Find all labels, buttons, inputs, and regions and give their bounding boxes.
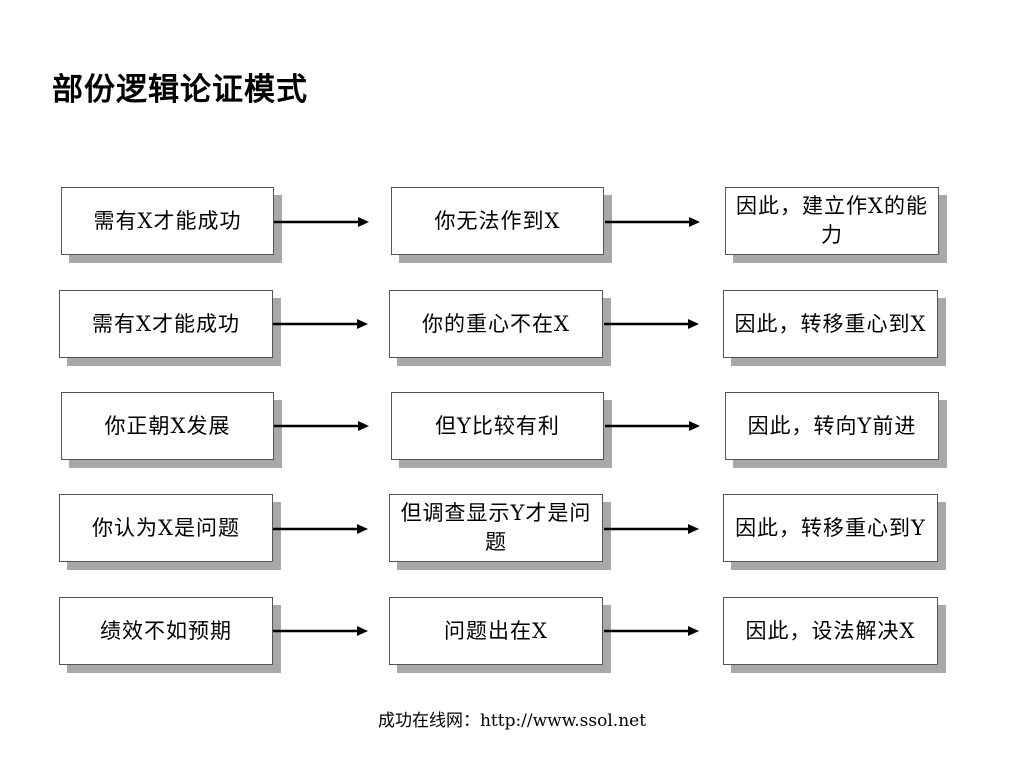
row-1-finding-box: 你无法作到X — [391, 187, 604, 255]
row-5-arrow-1 — [273, 626, 368, 636]
row-4-condition-box: 你认为X是问题 — [59, 494, 273, 562]
page-title: 部份逻辑论证模式 — [52, 72, 308, 108]
row-5-finding-box: 问题出在X — [389, 597, 603, 665]
row-3-arrow-2 — [605, 421, 700, 431]
row-4-arrow-2 — [604, 524, 699, 534]
row-2-arrow-1 — [273, 319, 368, 329]
row-3-condition-box: 你正朝X发展 — [61, 392, 274, 460]
row-3-finding-box: 但Y比较有利 — [391, 392, 604, 460]
row-5-arrow-2 — [604, 626, 699, 636]
row-2-conclusion-box: 因此，转移重心到X — [723, 290, 938, 358]
row-1-condition-box: 需有X才能成功 — [61, 187, 274, 255]
row-5-condition-box: 绩效不如预期 — [59, 597, 273, 665]
row-4-finding-box: 但调查显示Y才是问题 — [389, 494, 603, 562]
row-4-conclusion-box: 因此，转移重心到Y — [723, 494, 938, 562]
footer-source: 成功在线网：http://www.ssol.net — [377, 711, 647, 731]
row-1-arrow-1 — [274, 217, 369, 227]
row-3-arrow-1 — [274, 421, 369, 431]
row-2-condition-box: 需有X才能成功 — [59, 290, 273, 358]
row-2-finding-box: 你的重心不在X — [389, 290, 603, 358]
row-4-arrow-1 — [273, 524, 368, 534]
row-5-conclusion-box: 因此，设法解决X — [723, 597, 938, 665]
row-1-conclusion-box: 因此，建立作X的能力 — [725, 187, 939, 255]
row-1-arrow-2 — [605, 217, 700, 227]
row-3-conclusion-box: 因此，转向Y前进 — [725, 392, 939, 460]
row-2-arrow-2 — [604, 319, 699, 329]
